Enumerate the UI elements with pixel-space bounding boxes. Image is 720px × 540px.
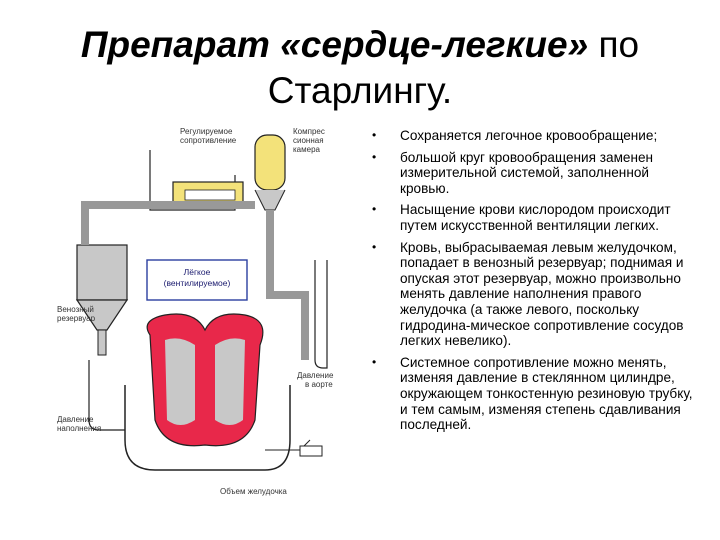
bullet-text: большой круг кровообращения заменен изме… [400,149,654,196]
aortic-pressure-tube [314,260,328,369]
lung-label: Лёгкое [184,267,211,277]
bullet-item: • Кровь, выбрасываемая левым желудочком, … [372,240,702,349]
lung-box [146,259,248,301]
bullet-item: • Системное сопротивление можно менять, и… [372,355,702,433]
title-line-2: Старлингу. [267,70,453,111]
venous-label-1: Венозный [57,305,94,314]
bullet-item: • большой круг кровообращения заменен изм… [372,150,702,197]
filling-label-1: Давление [57,415,94,424]
venous-label-2: резервуар [57,314,96,323]
lung-sublabel: (вентилируемое) [164,278,231,288]
title-emphasis: Препарат «сердце-легкие» [80,24,589,65]
bullet-text: Сохраняется легочное кровообращение; [400,128,658,143]
aortic-label-2: в аорте [305,380,333,389]
ventricle-chamber [124,385,291,471]
bullet-dot: • [372,239,377,254]
bullet-dot: • [372,354,377,369]
venous-reservoir [76,244,128,301]
slide-title: Препарат «сердце-легкие» по Старлингу. [20,22,700,114]
compression-label-3: камера [293,145,321,154]
regulated-resistance-label-1: Регулируемое [180,127,233,136]
filling-label-2: наполнения [57,424,101,433]
bullet-item: • Сохраняется легочное кровообращение; [372,128,702,144]
heart [146,313,264,447]
bullet-item: • Насыщение крови кислородом происходит п… [372,202,702,233]
regulated-resistance-label-2: сопротивление [180,136,237,145]
bullet-text: Кровь, выбрасываемая левым желудочком, п… [400,239,684,349]
volume-label: Объем желудочка [220,487,287,496]
bullet-list: • Сохраняется легочное кровообращение; • б… [372,128,702,433]
compression-chamber [254,134,286,191]
bullet-dot: • [372,202,377,217]
bullet-dot: • [372,149,377,164]
bullet-dot: • [372,128,377,142]
aortic-label-1: Давление [297,371,334,380]
title-suffix: по [588,24,640,65]
bullet-text: Системное сопротивление можно менять, из… [400,354,693,433]
filling-pressure-tube [88,360,125,431]
heart-lung-diagram: Лёгкое (вентилируемое) Регулируемое сопр… [57,127,334,496]
compression-label-1: Компрес [293,127,325,136]
compression-label-2: сионная [293,136,324,145]
bullet-text: Насыщение крови кислородом происходит пу… [400,202,671,233]
